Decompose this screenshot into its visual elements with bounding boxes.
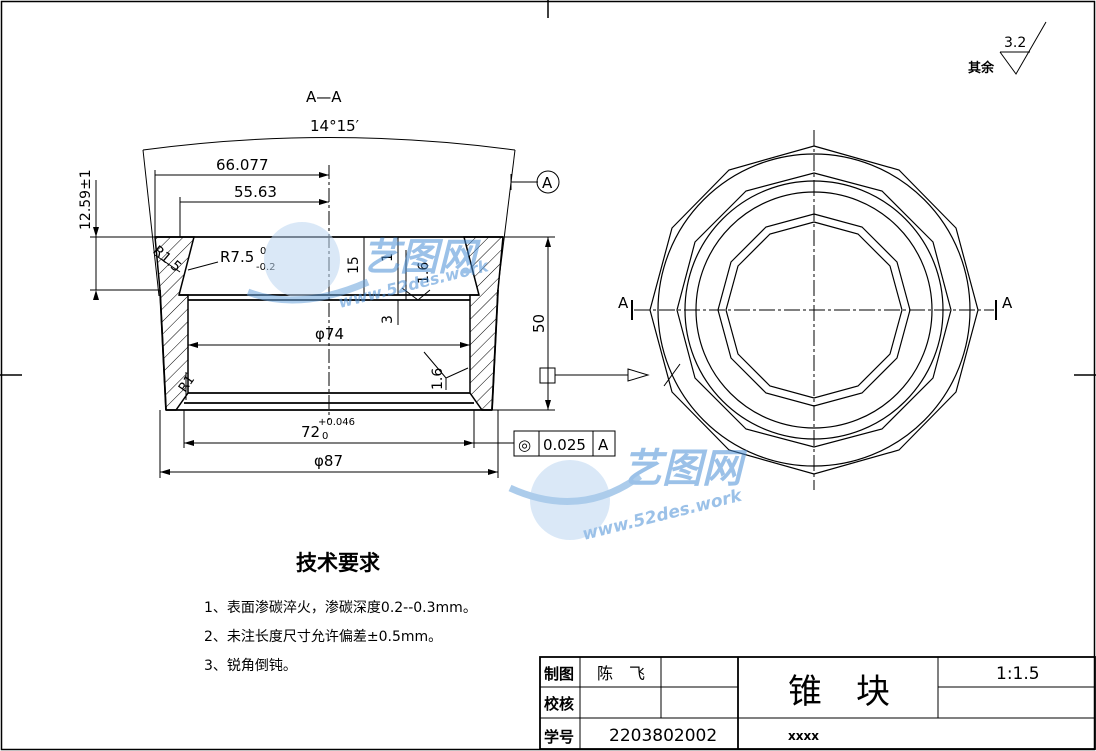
tolerance-symbol: ◎ xyxy=(518,436,531,454)
section-hatching xyxy=(154,236,504,411)
drawn-label: 制图 xyxy=(544,665,574,683)
id-value: 2203802002 xyxy=(609,726,717,746)
dim-15: 15 xyxy=(346,256,362,274)
school: xxxx xyxy=(788,729,819,743)
surface-roughness-symbol xyxy=(999,21,1047,75)
dim-1: 1 xyxy=(380,253,396,262)
dim-1-6-outer: 1.6 xyxy=(430,368,446,390)
dim-r7-upper: 0 xyxy=(260,246,266,257)
watermark-brand: 艺图网 xyxy=(362,235,481,279)
part-name: 锥 块 xyxy=(788,672,890,712)
dim-72-lower: 0 xyxy=(322,431,328,442)
requirement-item: 2、未注长度尺寸允许偏差±0.5mm。 xyxy=(204,629,442,645)
side-label-right: A xyxy=(1002,294,1013,312)
dim-3: 3 xyxy=(380,315,396,324)
check-label: 校核 xyxy=(544,695,574,713)
surface-label: 其余 xyxy=(968,60,995,76)
drawn-name: 陈 飞 xyxy=(597,664,645,683)
dim-55: 55.63 xyxy=(234,183,277,201)
angle-dim: 14°15′ xyxy=(310,117,360,135)
dim-50: 50 xyxy=(530,314,548,333)
watermark-2: 艺图网 www.52des.work xyxy=(508,446,748,545)
dim-phi87: φ87 xyxy=(314,452,343,470)
angle-arc xyxy=(142,137,516,151)
dim-12-59: 12.59±1 xyxy=(78,169,94,230)
dim-66: 66.077 xyxy=(216,156,269,174)
datum-marker xyxy=(510,170,560,194)
surface-value: 3.2 xyxy=(1004,35,1026,51)
leader-line xyxy=(663,363,681,387)
watermark-brand-2: 艺图网 xyxy=(622,446,748,492)
tolerance-frame xyxy=(474,430,616,457)
requirement-item: 3、锐角倒钝。 xyxy=(204,658,297,674)
id-label: 学号 xyxy=(544,728,574,746)
datum-feature-symbol xyxy=(539,367,650,384)
side-label-left: A xyxy=(618,294,629,312)
section-label: A—A xyxy=(306,88,342,106)
dim-72-upper: +0.046 xyxy=(318,417,355,428)
requirements-title: 技术要求 xyxy=(296,551,380,575)
dimension-arrows xyxy=(93,172,551,475)
datum-letter: A xyxy=(542,174,553,192)
dim-r7-5: R7.5 xyxy=(220,248,254,266)
scale: 1:1.5 xyxy=(996,664,1040,684)
end-view xyxy=(631,130,997,490)
watermark-1: 艺图网 www.52des.work xyxy=(246,222,492,312)
dim-72: 72 xyxy=(301,423,320,441)
dim-phi74: φ74 xyxy=(315,325,344,343)
title-block xyxy=(539,656,1096,750)
tolerance-value: 0.025 xyxy=(543,436,586,454)
dim-1-6-inner: 1.6 xyxy=(416,262,432,284)
tolerance-datum: A xyxy=(598,436,609,454)
roughness-symbol xyxy=(401,287,469,390)
requirement-item: 1、表面渗碳淬火，渗碳深度0.2--0.3mm。 xyxy=(204,600,477,616)
